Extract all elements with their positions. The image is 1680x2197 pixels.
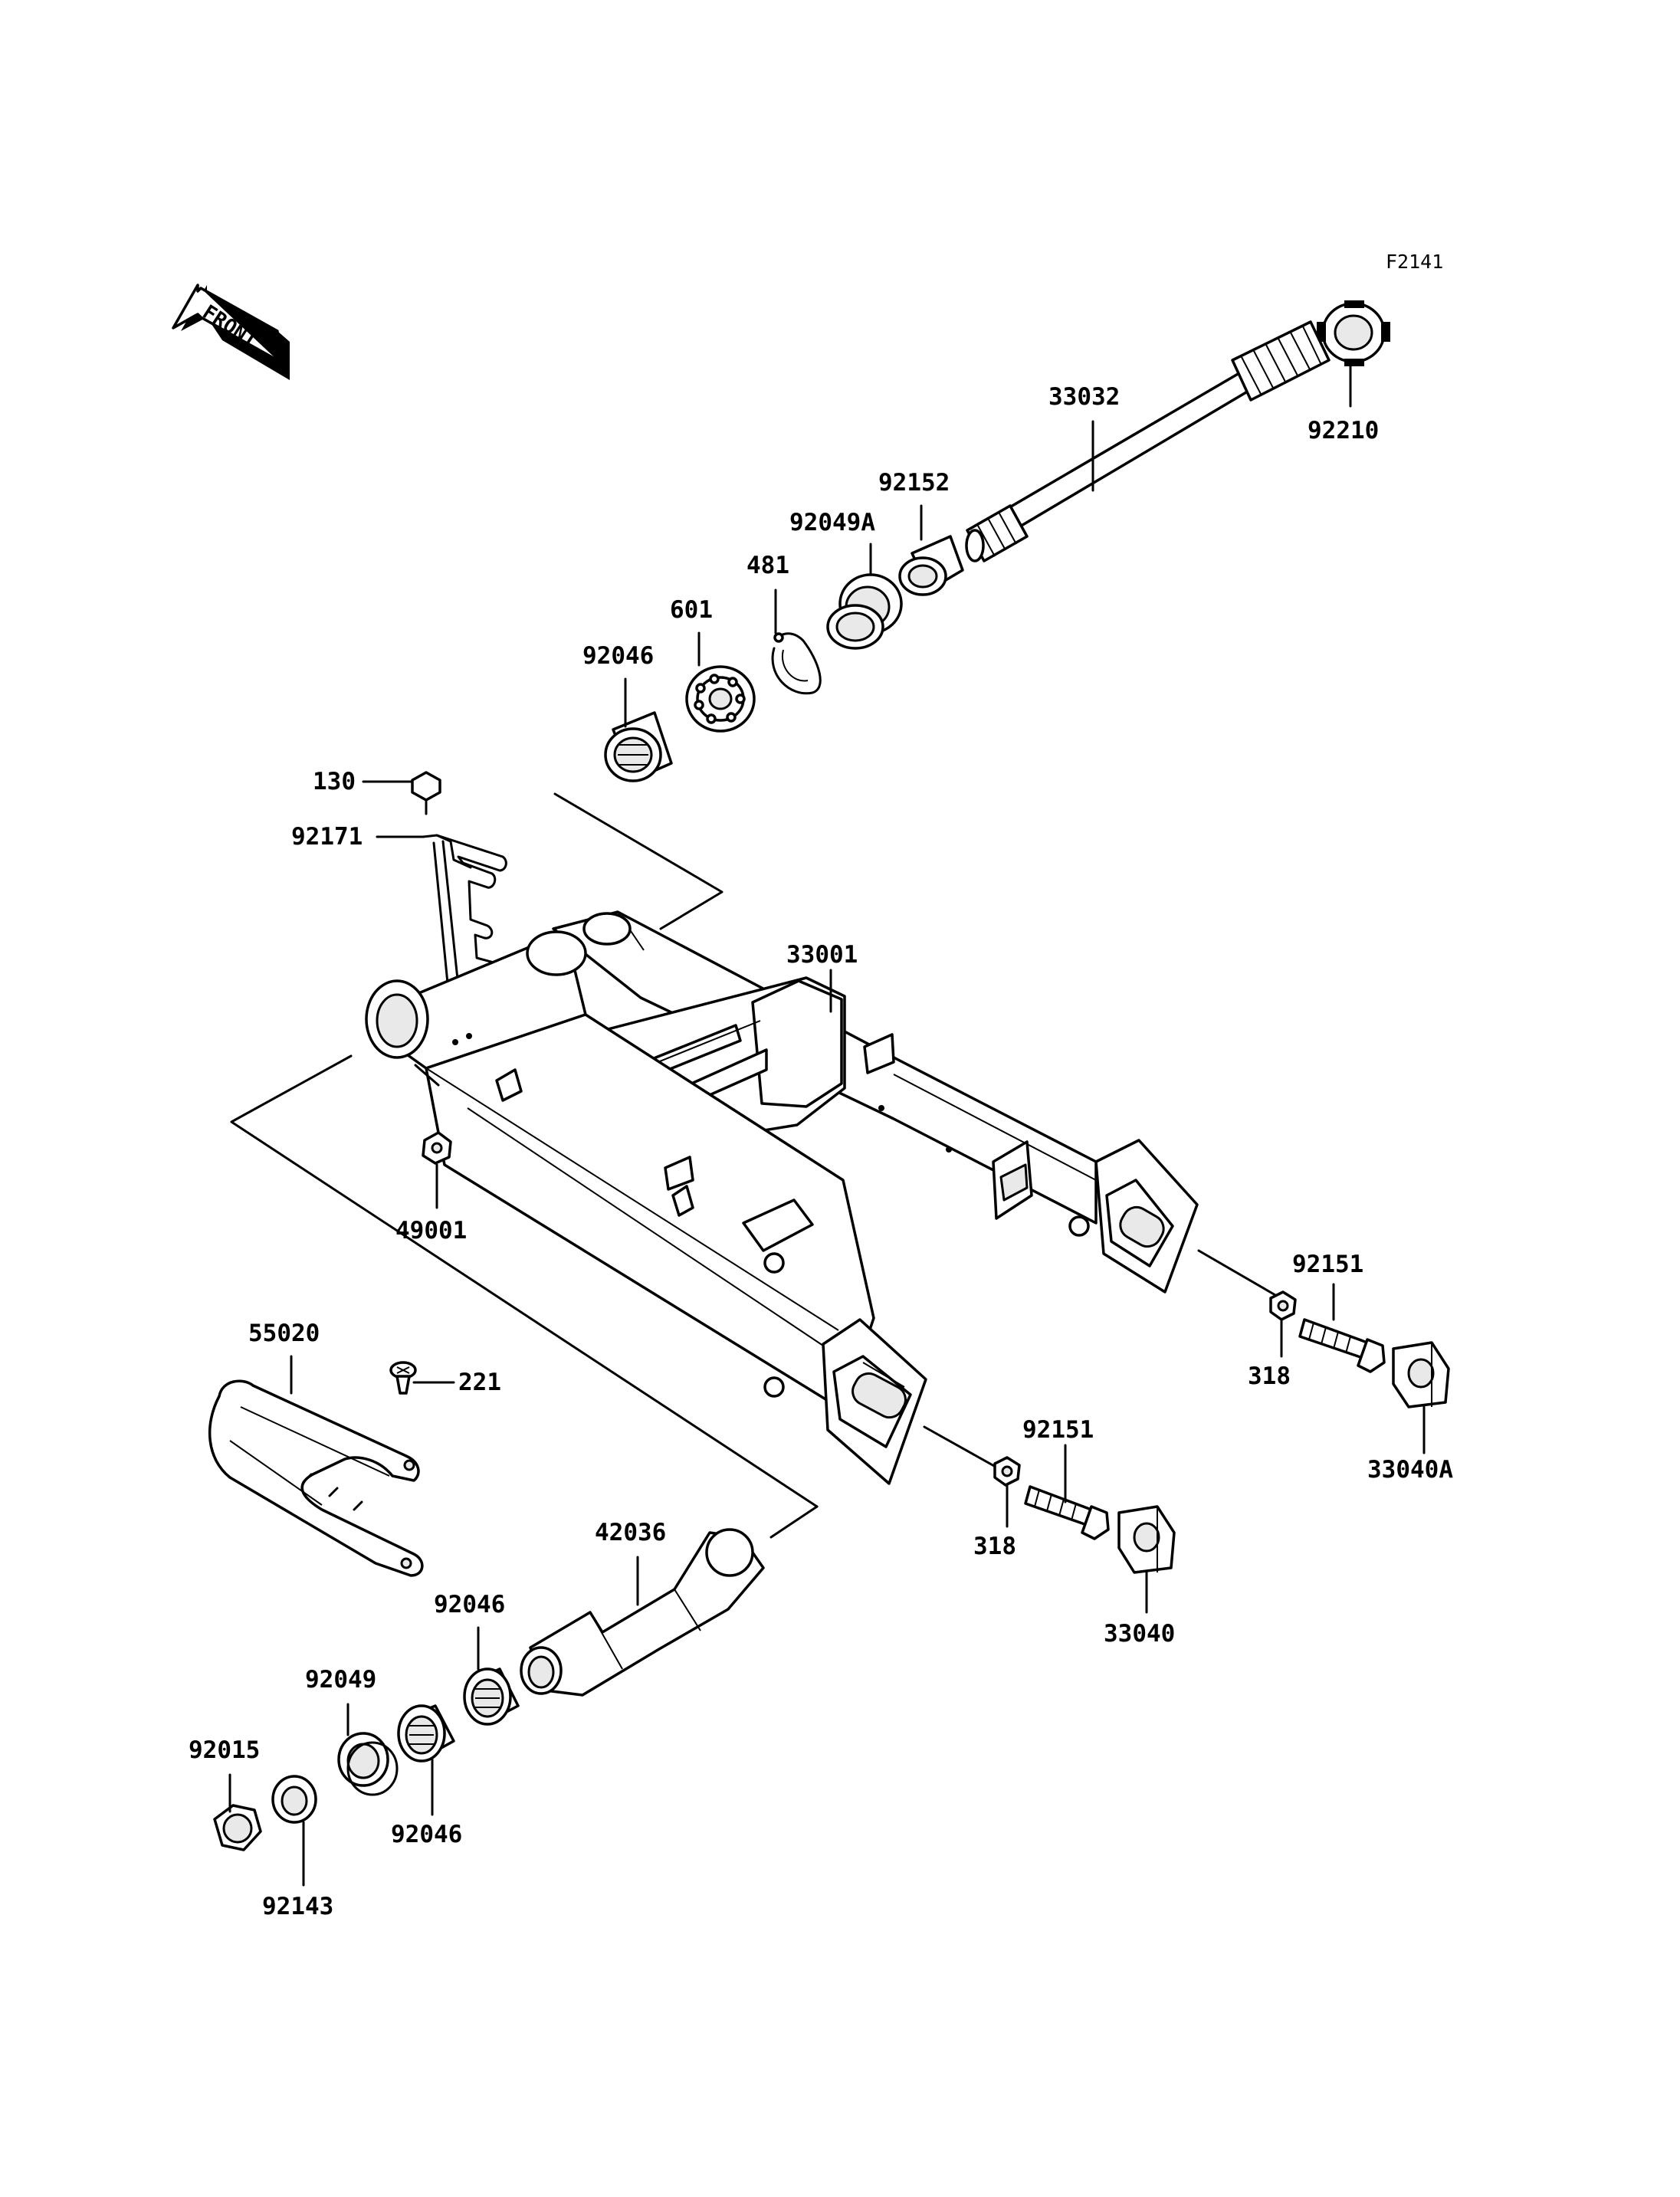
part-221-screw (389, 1361, 417, 1395)
guide-line-pivot (230, 1054, 819, 1508)
part-number-label: 55020 (248, 1320, 320, 1347)
part-number-label: 92046 (582, 642, 654, 670)
part-130-bolt (411, 771, 441, 815)
part-number-label: 92049 (305, 1666, 376, 1694)
front-arrow-icon: FRONT (172, 284, 290, 380)
part-92046-low-needle-bearing (397, 1704, 455, 1763)
guide-line-318-right (1197, 1249, 1277, 1297)
part-318-nut-right (1269, 1290, 1297, 1321)
part-number-label: 92171 (291, 823, 363, 851)
part-number-label: 318 (973, 1533, 1016, 1560)
part-number-label: 33001 (786, 941, 858, 969)
part-55020-chain-guide (208, 1379, 424, 1577)
part-92046-mid-needle-bearing (463, 1667, 520, 1726)
part-33040-block (1117, 1505, 1176, 1574)
part-33001-swingarm (365, 910, 1199, 1485)
part-92152-collar (898, 535, 964, 596)
part-601-bearing (685, 665, 756, 733)
part-318-nut-mid (993, 1456, 1021, 1487)
part-number-label: 92015 (189, 1736, 260, 1764)
part-49001-nut (422, 1131, 452, 1165)
part-92143-collar (271, 1775, 317, 1824)
part-481-circlip (771, 632, 822, 695)
part-number-label: 49001 (395, 1217, 467, 1244)
part-92049-spacer (337, 1732, 399, 1796)
part-number-label: 92151 (1022, 1416, 1094, 1444)
part-number-label: 92046 (434, 1591, 505, 1618)
part-number-label: 92151 (1292, 1251, 1363, 1278)
part-number-label: 481 (746, 552, 789, 579)
part-number-label: 33040 (1104, 1620, 1175, 1648)
part-92151-bolt-mid (1024, 1485, 1110, 1540)
guide-line-top (553, 792, 724, 930)
leader-lines (228, 360, 1426, 1887)
part-33040A-block (1392, 1341, 1450, 1408)
part-number-label: 92049A (789, 509, 875, 536)
part-92151-bolt-right (1298, 1318, 1386, 1373)
part-number-label: 42036 (595, 1519, 666, 1546)
guide-line-pivot-c (769, 1505, 819, 1539)
part-number-label: 221 (458, 1369, 501, 1396)
part-92015-nut (213, 1804, 262, 1851)
figure-code: F2141 (1386, 251, 1443, 273)
guide-line-pivot-b (414, 1064, 440, 1087)
part-number-label: 601 (670, 596, 713, 624)
part-number-label: 130 (313, 768, 356, 795)
part-number-label: 33032 (1048, 383, 1120, 411)
part-number-label: 92152 (878, 469, 950, 497)
part-number-label: 92143 (262, 1893, 333, 1920)
part-92049A-spacer (826, 573, 903, 650)
part-number-label: 33040A (1367, 1456, 1453, 1484)
part-number-label: 92046 (391, 1821, 462, 1848)
guide-line-318-mid (923, 1425, 1002, 1471)
part-92210-nut (1317, 300, 1390, 366)
part-33032-axle-shaft (965, 320, 1331, 562)
part-number-label: 92210 (1308, 417, 1379, 444)
part-92046-top-needle-bearing (604, 711, 673, 782)
part-number-label: 318 (1248, 1362, 1291, 1390)
part-42036-sleeve (520, 1528, 765, 1697)
